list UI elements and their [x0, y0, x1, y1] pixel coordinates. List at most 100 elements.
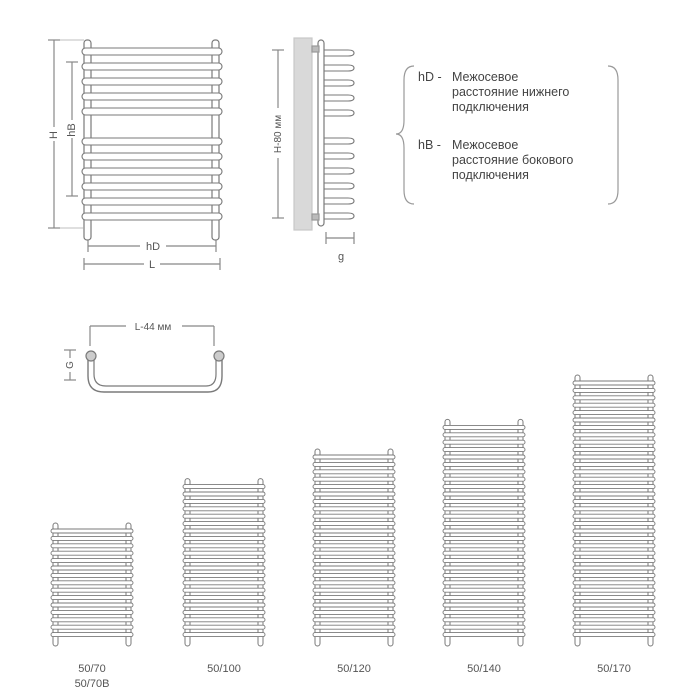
side-bar — [324, 49, 355, 57]
model-label: 50/70 — [78, 663, 106, 675]
model-bar — [442, 469, 526, 475]
model-bar — [312, 617, 396, 623]
model-bar — [442, 454, 526, 460]
model-label: 50/170 — [597, 663, 631, 675]
legend-code: hD - — [418, 70, 442, 84]
model-radiator — [442, 418, 526, 647]
model-bar — [572, 513, 656, 519]
side-post — [317, 39, 325, 227]
model-bar — [572, 476, 656, 482]
model-bar — [312, 528, 396, 534]
model-bar — [312, 461, 396, 467]
model-bar — [442, 521, 526, 527]
model-bar — [442, 587, 526, 593]
model-bar — [572, 424, 656, 430]
front-side-dist-label: hB — [66, 123, 78, 136]
model-bar — [442, 506, 526, 512]
model-bar — [50, 528, 134, 534]
model-bar — [572, 410, 656, 416]
model-bar — [442, 484, 526, 490]
side-bar — [324, 182, 355, 190]
model-bar — [312, 498, 396, 504]
model-bar — [572, 432, 656, 438]
top-right-connector — [213, 350, 225, 362]
model-bar — [312, 565, 396, 571]
model-bar — [312, 609, 396, 615]
model-bar — [572, 521, 656, 527]
legend: hD - Межосевое расстояние нижнего подклю… — [404, 64, 620, 206]
model-radiator — [572, 374, 656, 647]
top-width-label: L-44 мм — [135, 322, 172, 333]
front-bar — [81, 212, 223, 221]
model-bar — [312, 535, 396, 541]
model-bar — [572, 617, 656, 623]
model-bar — [572, 565, 656, 571]
model-bar — [182, 558, 266, 564]
model-bar — [312, 572, 396, 578]
model-bar — [50, 535, 134, 541]
model-bar — [442, 439, 526, 445]
model-bar — [312, 543, 396, 549]
model-bar — [572, 572, 656, 578]
model-bar — [312, 491, 396, 497]
model-bar — [182, 572, 266, 578]
model-bar — [572, 454, 656, 460]
model-bar — [182, 506, 266, 512]
model-bar — [50, 609, 134, 615]
model-bar — [442, 609, 526, 615]
model-bar — [50, 550, 134, 556]
model-bar — [182, 602, 266, 608]
model-radiator — [182, 478, 266, 647]
model-bar — [442, 550, 526, 556]
model-bar — [182, 595, 266, 601]
front-bar — [81, 137, 223, 146]
model-bar — [572, 602, 656, 608]
model-bar — [182, 632, 266, 638]
model-bar — [442, 602, 526, 608]
front-height-label: H — [48, 131, 60, 139]
legend-description: Межосевое расстояние нижнего подключения — [452, 70, 570, 114]
side-bar — [324, 152, 355, 160]
model-label: 50/70В — [75, 678, 110, 690]
model-bar — [442, 447, 526, 453]
model-bar — [442, 558, 526, 564]
model-bar — [312, 513, 396, 519]
front-bar — [81, 152, 223, 161]
model-bar — [572, 491, 656, 497]
model-bar — [572, 609, 656, 615]
model-bar — [572, 498, 656, 504]
model-bar — [312, 624, 396, 630]
front-bar — [81, 197, 223, 206]
model-bar — [312, 558, 396, 564]
model-bar — [312, 595, 396, 601]
legend-description: Межосевое расстояние бокового подключени… — [452, 138, 574, 182]
model-bar — [442, 424, 526, 430]
model-bar — [50, 587, 134, 593]
side-bar — [324, 212, 355, 220]
model-label: 50/120 — [337, 663, 371, 675]
model-bar — [442, 624, 526, 630]
model-bar — [572, 439, 656, 445]
model-label: 50/100 — [207, 663, 241, 675]
front-bar — [81, 107, 223, 116]
model-bar — [442, 543, 526, 549]
side-bar — [324, 137, 355, 145]
model-bar — [182, 528, 266, 534]
side-height-label: H-80 мм — [273, 115, 284, 153]
model-bar — [572, 595, 656, 601]
model-bar — [572, 461, 656, 467]
front-bar — [81, 77, 223, 86]
model-bar — [182, 491, 266, 497]
model-radiator — [50, 522, 134, 647]
front-bar — [81, 62, 223, 71]
model-bar — [312, 506, 396, 512]
side-bar — [324, 109, 355, 117]
legend-code: hB - — [418, 138, 441, 152]
model-bar — [442, 528, 526, 534]
model-bar — [312, 469, 396, 475]
model-bar — [312, 476, 396, 482]
model-bar — [442, 595, 526, 601]
front-bottom-dist-label: hD — [146, 241, 160, 253]
front-bar — [81, 167, 223, 176]
